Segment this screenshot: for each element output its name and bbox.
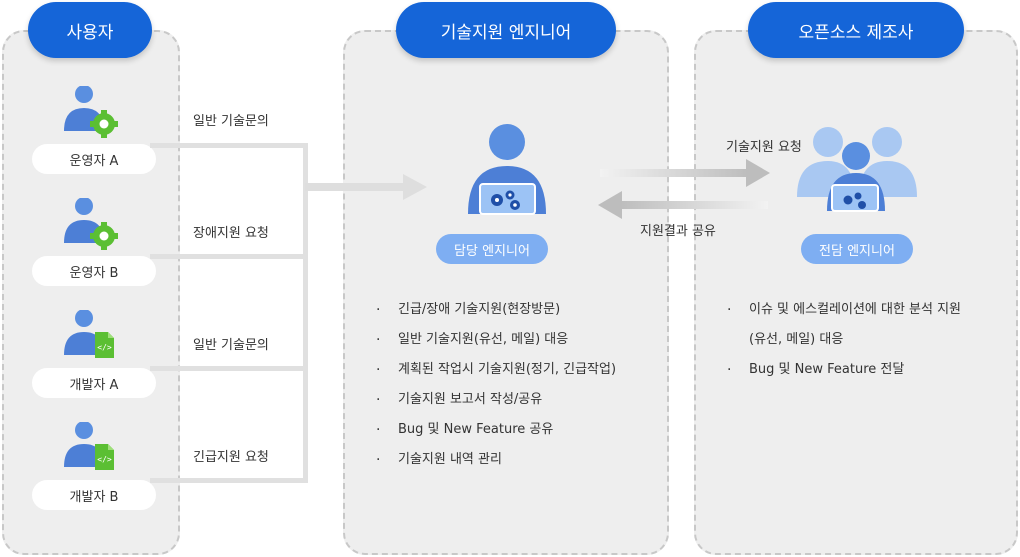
list-item: 긴급/장애 기술지원(현장방문) xyxy=(376,302,616,332)
vendor-title: 오픈소스 제조사 xyxy=(748,2,964,58)
engineer-icon xyxy=(468,124,546,215)
list-item: 일반 기술지원(유선, 메일) 대응 xyxy=(376,332,616,362)
request-label: 일반 기술문의 xyxy=(193,338,269,353)
request-line xyxy=(150,143,308,148)
users-title: 사용자 xyxy=(28,2,152,58)
list-item: Bug 및 New Feature 전달 xyxy=(727,362,961,392)
developer-icon: </> xyxy=(64,310,114,358)
operator-icon xyxy=(64,86,118,138)
user-label: 운영자 B xyxy=(32,256,156,286)
gear-icon xyxy=(90,110,118,138)
request-line xyxy=(150,254,308,259)
user-developer-a: </> 개발자 A xyxy=(24,310,156,410)
user-operator-a: 운영자 A xyxy=(24,86,156,186)
code-icon: </> xyxy=(95,332,114,358)
request-label: 일반 기술문의 xyxy=(193,114,269,129)
user-operator-b: 운영자 B xyxy=(24,198,156,298)
user-label: 운영자 A xyxy=(32,144,156,174)
request-label: 긴급지원 요청 xyxy=(193,450,269,465)
gear-icon xyxy=(843,192,866,209)
engineer-title: 기술지원 엔지니어 xyxy=(396,2,616,58)
list-item-line: 이슈 및 에스컬레이션에 대한 분석 지원 xyxy=(749,302,962,317)
request-trunk xyxy=(303,143,308,483)
arrow-label-request: 기술지원 요청 xyxy=(726,140,802,155)
request-line xyxy=(150,478,308,483)
arrow-to-engineer xyxy=(305,174,427,200)
request-label: 장애지원 요청 xyxy=(193,226,269,241)
user-developer-b: </> 개발자 B xyxy=(24,422,156,522)
vendor-role-badge: 전담 엔지니어 xyxy=(801,234,913,264)
developer-icon: </> xyxy=(64,422,114,470)
engineer-task-list: 긴급/장애 기술지원(현장방문) 일반 기술지원(유선, 메일) 대응 계획된 … xyxy=(376,302,616,482)
engineer-role-badge: 담당 엔지니어 xyxy=(436,234,548,264)
request-line xyxy=(150,366,308,371)
user-label: 개발자 B xyxy=(32,480,156,510)
list-item-line: (유선, 메일) 대응 xyxy=(749,332,844,347)
user-label: 개발자 A xyxy=(32,368,156,398)
operator-icon xyxy=(64,198,118,250)
vendor-task-list: 이슈 및 에스컬레이션에 대한 분석 지원 (유선, 메일) 대응 Bug 및 … xyxy=(727,302,961,392)
arrow-to-vendor xyxy=(600,159,770,187)
vendor-team-icon xyxy=(797,127,917,212)
arrow-label-result: 지원결과 공유 xyxy=(640,224,716,239)
arrow-to-engineer-result xyxy=(598,191,768,219)
vendor-panel xyxy=(694,30,1018,555)
gear-icon xyxy=(90,222,118,250)
svg-text:</>: </> xyxy=(97,343,112,352)
code-icon: </> xyxy=(95,444,114,470)
list-item: 기술지원 보고서 작성/공유 xyxy=(376,392,616,422)
list-item: 기술지원 내역 관리 xyxy=(376,452,616,482)
svg-text:</>: </> xyxy=(97,455,112,464)
list-item: 이슈 및 에스컬레이션에 대한 분석 지원 (유선, 메일) 대응 xyxy=(727,302,961,362)
list-item: 계획된 작업시 기술지원(정기, 긴급작업) xyxy=(376,362,616,392)
list-item: Bug 및 New Feature 공유 xyxy=(376,422,616,452)
